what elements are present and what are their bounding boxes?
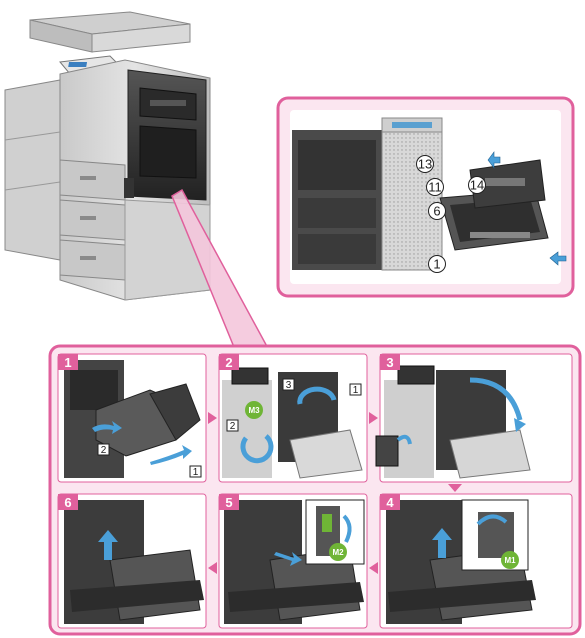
step-panel-1: 2 1 1 [57, 353, 207, 483]
svg-text:2: 2 [101, 445, 107, 456]
svg-text:1: 1 [353, 385, 359, 396]
svg-text:M1: M1 [504, 556, 516, 565]
svg-text:4: 4 [386, 495, 394, 510]
flow-arrow [208, 562, 217, 574]
detail-frame: 13 11 6 14 1 [276, 96, 575, 298]
svg-text:11: 11 [428, 180, 442, 195]
svg-text:1: 1 [64, 355, 71, 370]
callout-11: 11 [426, 178, 444, 196]
svg-text:6: 6 [64, 495, 71, 510]
svg-text:6: 6 [433, 204, 440, 219]
svg-text:13: 13 [418, 157, 432, 172]
step-panel-6: 6 [57, 493, 207, 629]
svg-text:3: 3 [386, 355, 393, 370]
svg-text:2: 2 [230, 421, 236, 432]
svg-text:2: 2 [225, 355, 232, 370]
svg-text:M2: M2 [332, 548, 344, 557]
callout-6: 6 [428, 202, 446, 220]
svg-text:1: 1 [193, 467, 199, 478]
flow-arrow [369, 562, 378, 574]
flow-arrow [369, 412, 378, 424]
svg-text:1: 1 [433, 257, 440, 272]
flow-arrow [208, 412, 217, 424]
multifunction-printer [4, 11, 211, 301]
svg-text:14: 14 [470, 178, 484, 193]
callout-14: 14 [468, 176, 486, 194]
svg-text:M3: M3 [248, 406, 260, 415]
callout-13: 13 [416, 155, 434, 173]
step-panel-5: M2 5 [218, 493, 368, 629]
svg-text:5: 5 [225, 495, 232, 510]
flow-arrow [448, 484, 462, 492]
callout-1: 1 [428, 255, 446, 273]
step-panel-2: M3 3 1 2 2 [218, 353, 368, 483]
step-panel-3: 3 [375, 353, 573, 483]
callout-connector [172, 190, 270, 352]
step-panel-4: M1 4 [379, 493, 573, 629]
steps-frame: 2 1 1 M3 3 1 2 2 [48, 344, 582, 636]
svg-text:3: 3 [286, 380, 292, 391]
